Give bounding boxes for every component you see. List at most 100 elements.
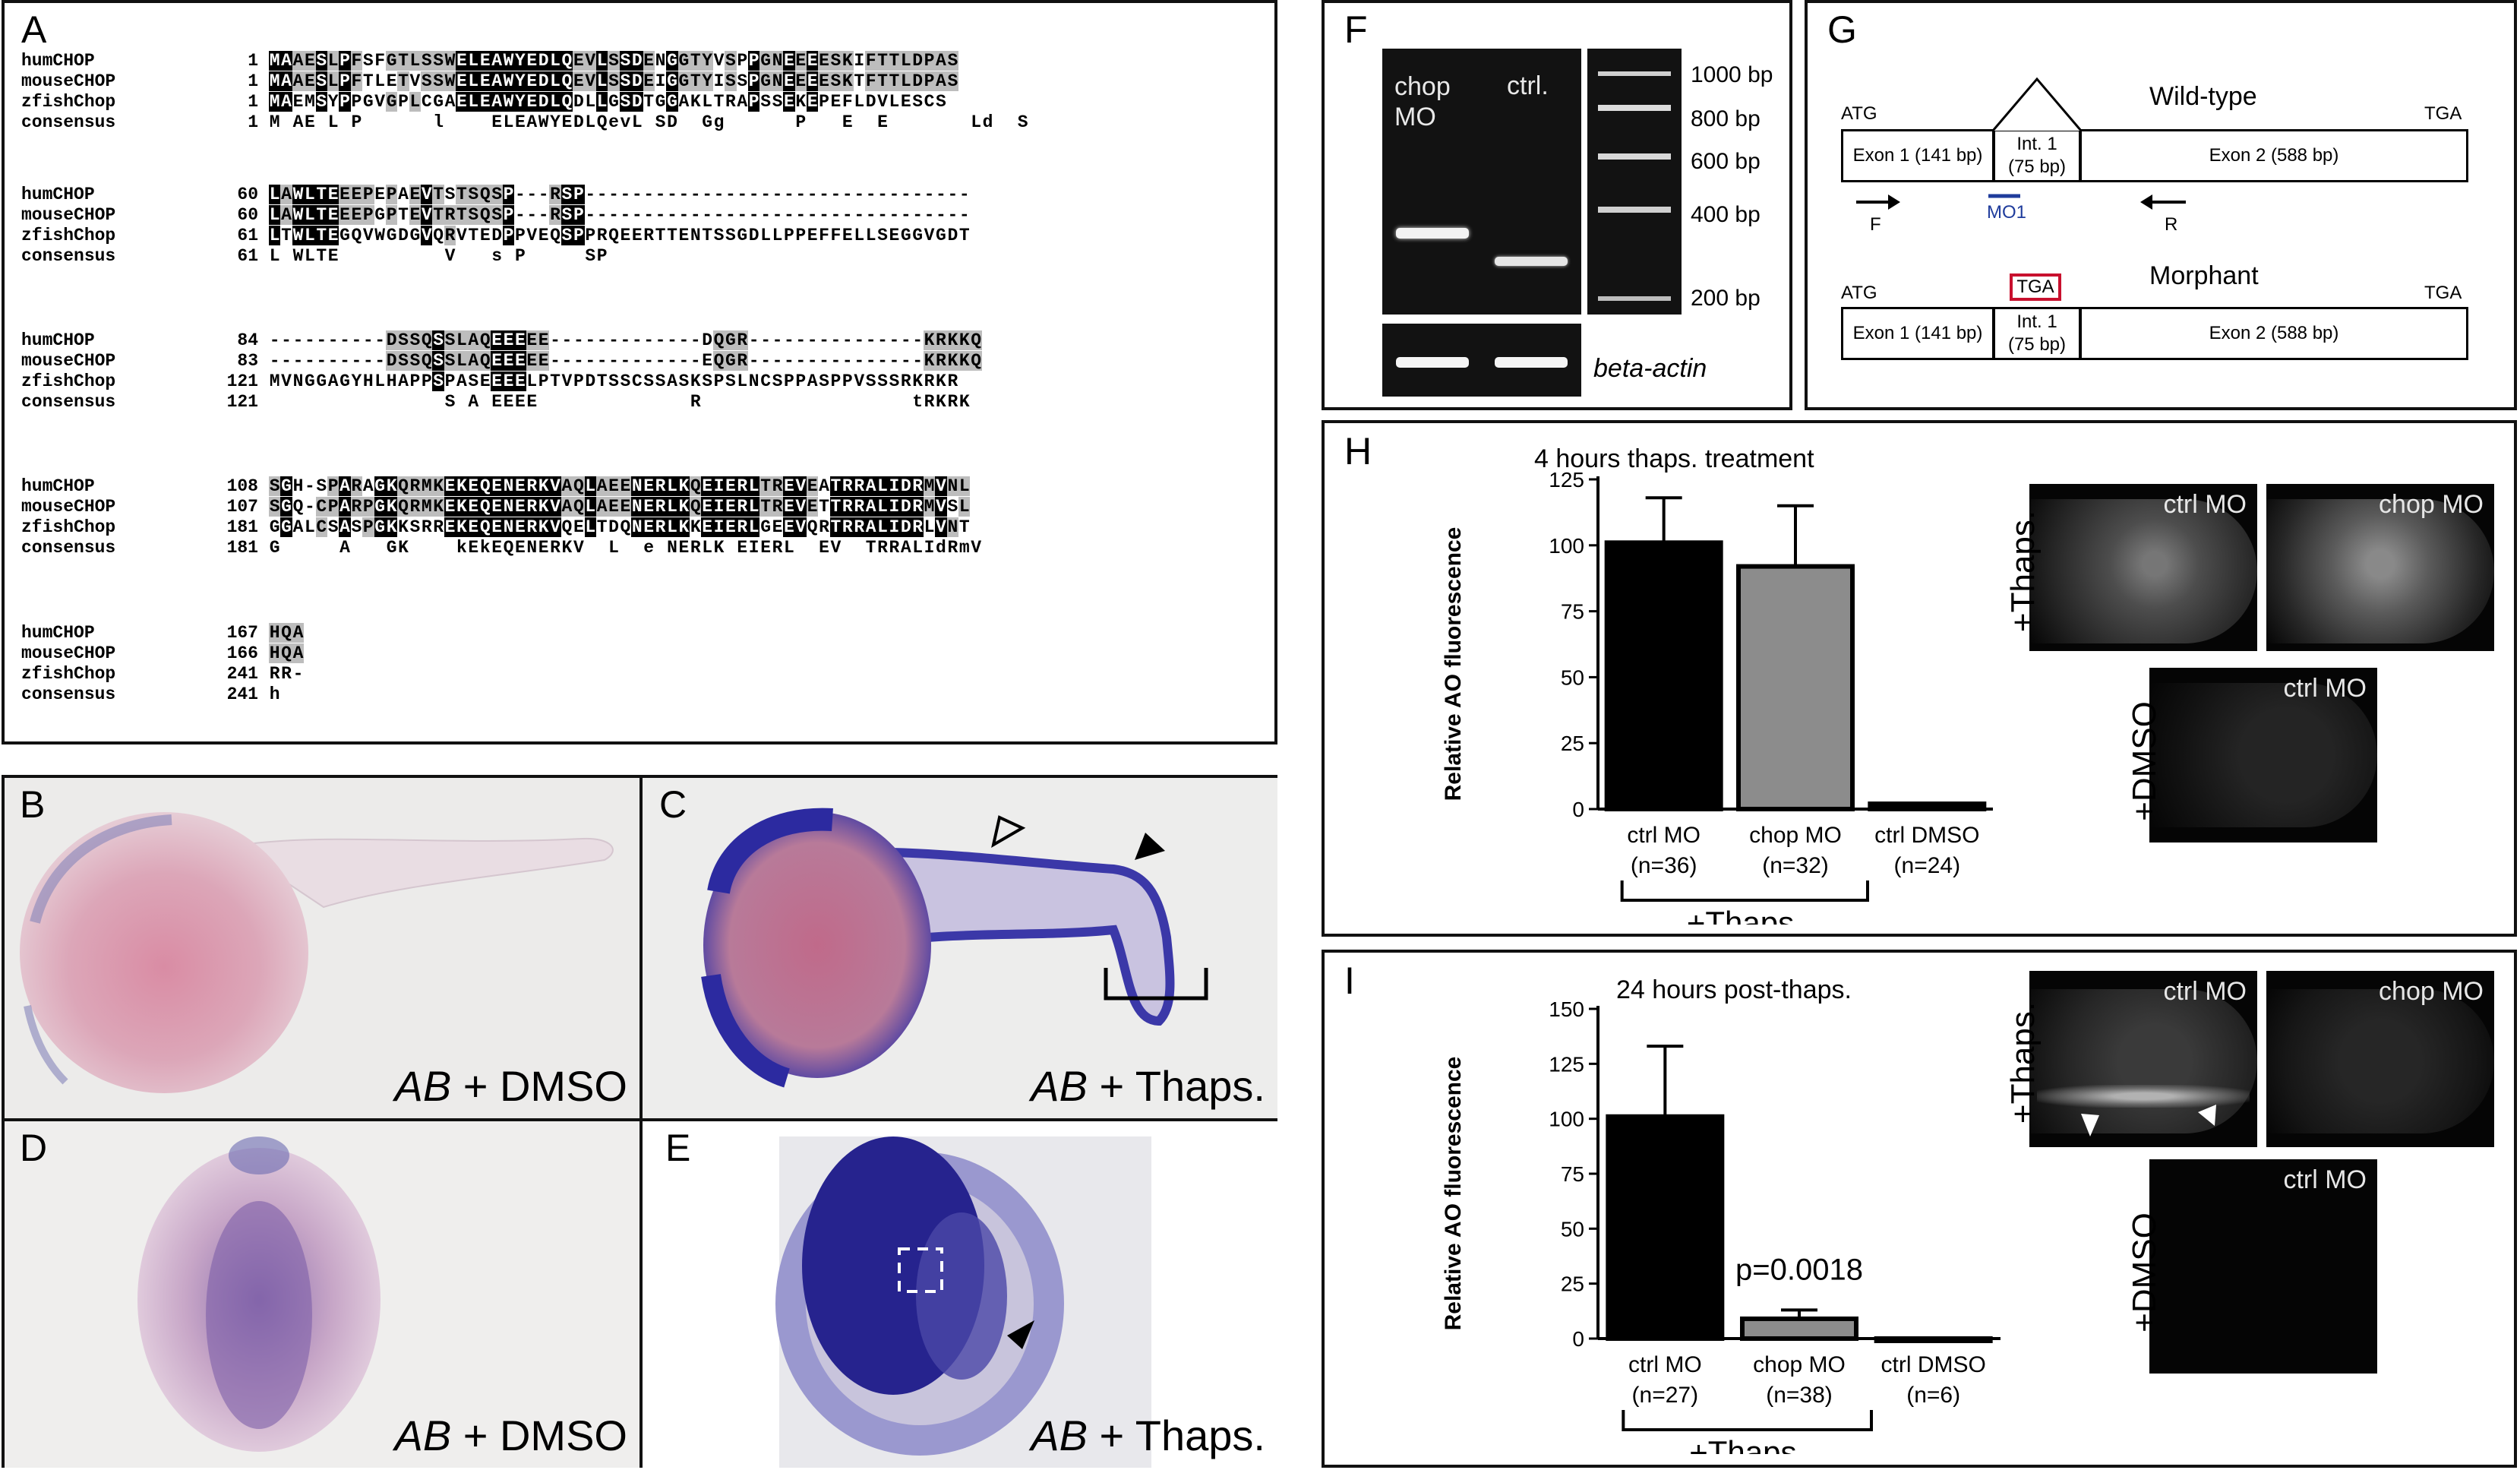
residue: m [958,537,970,558]
residue: E [538,225,549,245]
residue: T [456,184,468,204]
sequence-position: 167 [226,622,258,643]
residue [725,538,736,558]
residue: Q [397,496,409,517]
residue [655,538,666,558]
residue: W [538,112,549,132]
residue: K [385,476,398,496]
micro-texture [2029,989,2257,1133]
residue [666,392,677,412]
residue: V [281,371,292,391]
residue: L [467,71,480,91]
residue: E [444,496,456,517]
sequence-name: humCHOP [21,476,95,496]
residue: P [514,245,526,266]
residue: R [409,496,422,517]
residue: E [327,225,339,245]
sequence-name: zfishChop [21,371,116,391]
residue [585,392,596,412]
residue: G [316,371,327,391]
residue: E [783,71,795,91]
residue: - [538,184,549,204]
residue: M [304,91,315,112]
residue: P [573,371,584,391]
residue: S [397,330,409,350]
residue: M [269,50,281,71]
residue: E [889,225,900,245]
sequence-position: 108 [226,476,258,496]
residue: T [550,371,561,391]
residue: - [819,204,829,225]
gel-beta-actin [1382,324,1581,397]
divider-horizontal [5,1118,1274,1121]
residue: - [655,184,666,204]
residue: P [327,496,339,517]
residue: R [935,330,947,350]
residue: - [795,184,807,204]
residue: T [315,225,327,245]
residue: - [631,330,643,350]
residue: M [269,371,280,391]
panel-label-e: E [665,1127,691,1169]
residue: K [912,371,924,391]
residue [374,538,386,558]
residue [993,112,1005,132]
residue: - [643,204,655,225]
residue: K [936,371,946,391]
residue: S [444,330,456,350]
residue: E [806,50,819,71]
residue: K [690,517,701,537]
wt-intron-label-2: (75 bp) [2007,156,2067,177]
residue: - [924,204,935,225]
residue: I [712,517,725,537]
residue: V [584,50,596,71]
residue: V [924,225,935,245]
residue: L [737,371,748,391]
sequence-name: consensus [21,537,116,558]
residue: G [725,330,737,350]
residue [397,392,409,412]
residue: E [491,476,503,496]
residue: E [737,537,748,558]
residue [409,538,421,558]
ladder-band-800 [1598,105,1671,111]
residue: E [619,496,632,517]
residue [304,392,315,412]
residue: D [865,91,876,112]
residue: S [409,330,422,350]
residue: E [794,50,807,71]
m-intron-label-1: Int. 1 [2016,311,2057,332]
y-tick-label: 50 [1561,665,1584,689]
sequence-position: 60 [237,204,258,225]
residue: V [526,225,538,245]
residue: G [339,225,350,245]
residue: R [643,225,655,245]
residue: - [690,330,701,350]
residue: - [807,204,818,225]
residue: E [502,350,515,371]
residue: T [468,225,479,245]
residue: W [502,71,515,91]
residue: E [491,371,503,391]
band-ctrl [1495,257,1568,266]
gel-main [1382,49,1581,315]
residue: M [269,91,281,112]
residue [549,392,561,412]
residue: Q [280,643,292,663]
residue: G [677,50,690,71]
residue: N [946,476,959,496]
residue: P [351,112,362,132]
residue: - [690,204,701,225]
residue: Y [327,91,339,112]
residue: S [946,71,959,91]
residue: - [538,204,549,225]
micro-texture [2266,499,2494,643]
